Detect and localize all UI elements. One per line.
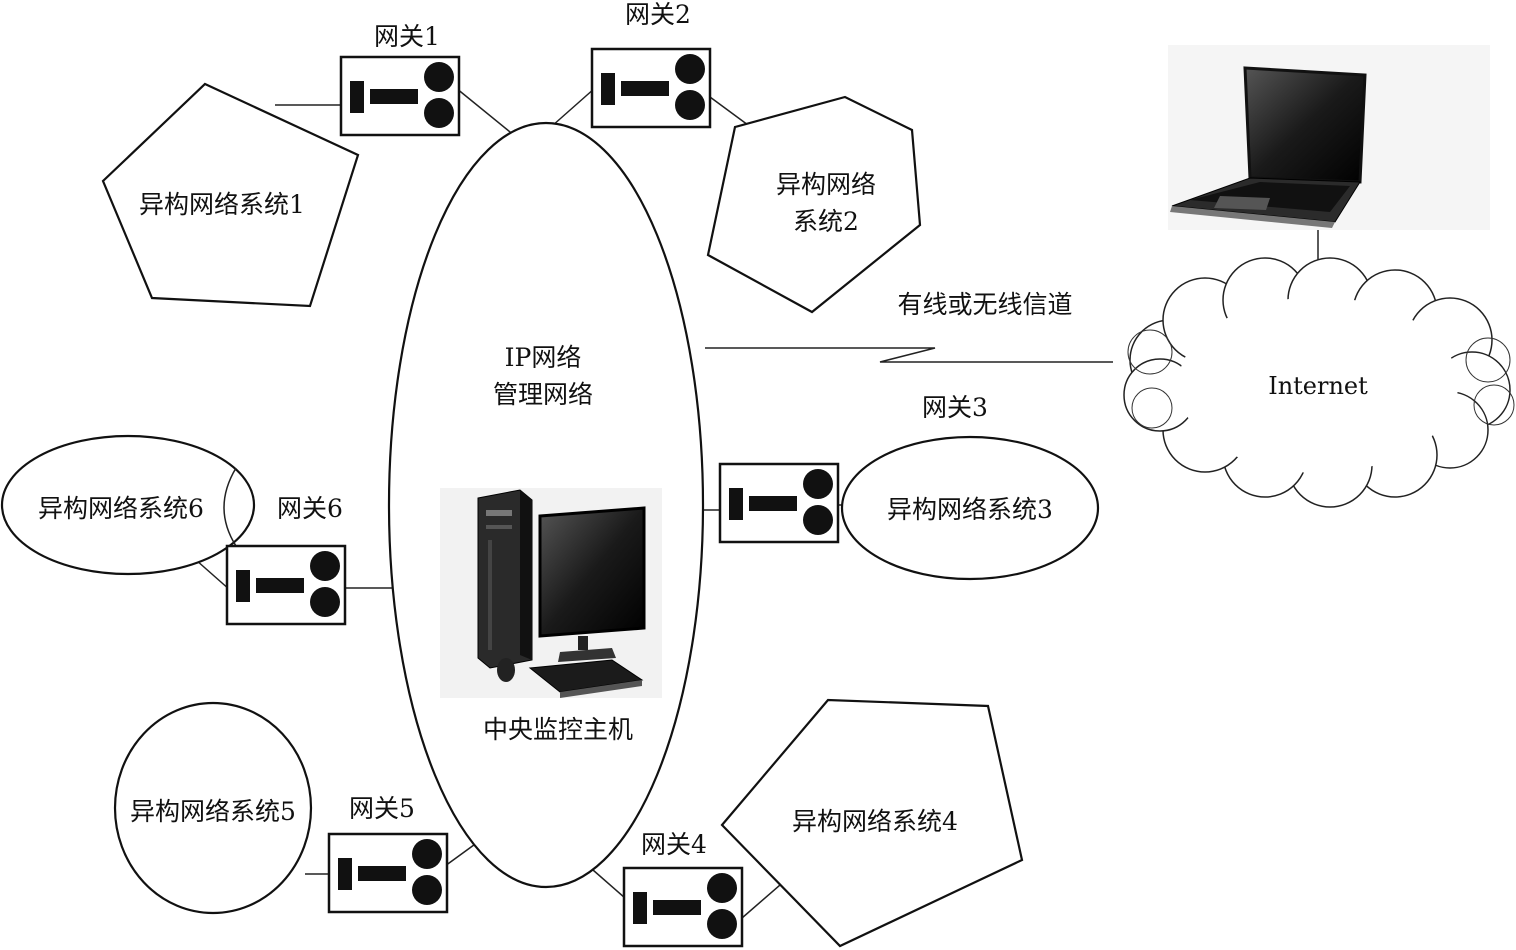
- desktop-computer-icon: [440, 488, 662, 698]
- system-2-label-line1: 异构网络: [776, 170, 876, 199]
- gateway-device-icon: [590, 47, 712, 129]
- gateway-2-label: 网关2: [625, 0, 691, 29]
- system-1-label: 异构网络系统1: [139, 190, 305, 219]
- system-6-label: 异构网络系统6: [38, 494, 204, 523]
- system-2-shape: [706, 95, 922, 314]
- gateway-3-label: 网关3: [922, 393, 988, 422]
- cloud-icon: [1123, 257, 1515, 508]
- gateway-5: 网关5: [327, 794, 449, 914]
- gateway-device-icon: [718, 462, 840, 544]
- channel-label: 有线或无线信道: [897, 290, 1072, 319]
- system-6-shape: [0, 434, 256, 576]
- gateway-device-icon: [225, 544, 347, 626]
- internet-label: Internet: [1268, 372, 1368, 400]
- gateway-3: 网关3: [718, 393, 988, 544]
- gateway-device-icon: [622, 866, 744, 948]
- gateway-4: 网关4: [622, 830, 744, 948]
- gateway-1: 网关1: [339, 22, 461, 137]
- network-label-line1: IP网络: [505, 343, 582, 372]
- gateway-device-icon: [339, 55, 461, 137]
- gateway-6-label: 网关6: [277, 494, 343, 523]
- system-1-shape: [101, 82, 360, 308]
- network-label-line2: 管理网络: [493, 380, 593, 409]
- gateway-2: 网关2: [590, 0, 712, 129]
- system-5-label: 异构网络系统5: [130, 797, 296, 826]
- system-3-label: 异构网络系统3: [887, 495, 1053, 524]
- system-3-shape: [840, 435, 1100, 581]
- gateway-5-label: 网关5: [349, 794, 415, 823]
- system-4-shape: [720, 698, 1024, 948]
- gateway-device-icon: [327, 832, 449, 914]
- gateway-4-label: 网关4: [641, 830, 707, 859]
- system-2-label-line2: 系统2: [793, 207, 859, 236]
- gateway-1-label: 网关1: [374, 22, 440, 51]
- laptop-icon: [1168, 45, 1490, 230]
- host-label: 中央监控主机: [483, 715, 633, 744]
- gateway-6: 网关6: [225, 494, 347, 626]
- system-4-label: 异构网络系统4: [792, 807, 958, 836]
- system-5-shape: [113, 701, 313, 915]
